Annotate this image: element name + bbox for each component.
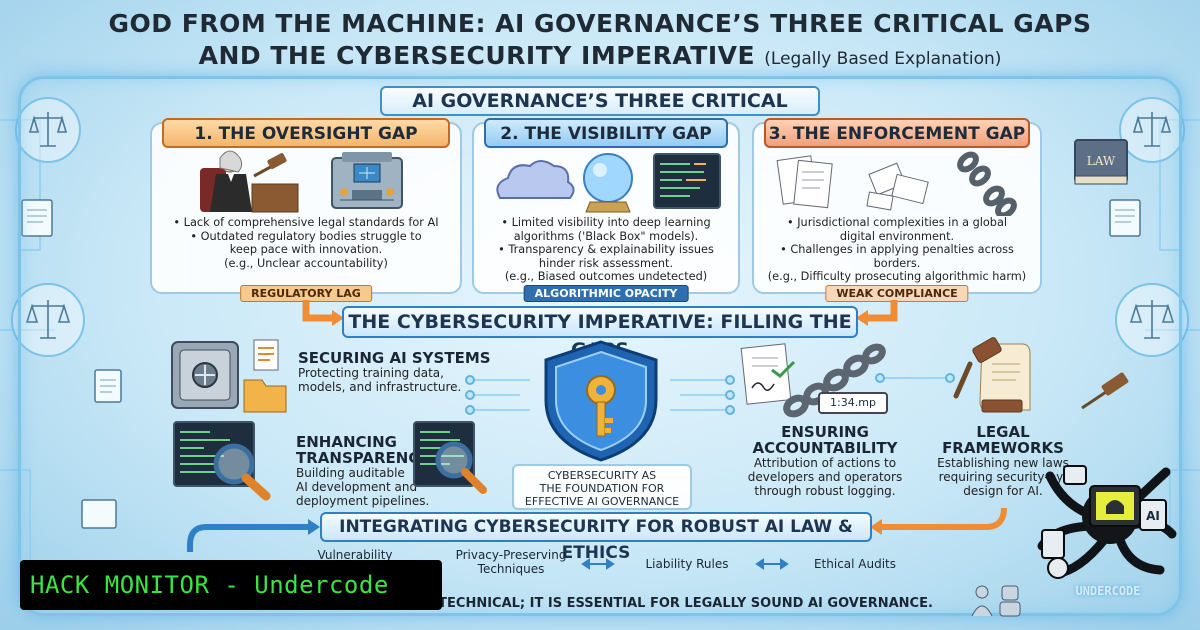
shield-caption-line-1: CYBERSECURITY AS <box>547 469 657 482</box>
oversight-gap-heading: 1. THE OVERSIGHT GAP <box>162 118 450 148</box>
oversight-line-4: (e.g., Unclear accountability) <box>224 256 388 270</box>
regulatory-lag-tag: REGULATORY LAG <box>240 285 372 302</box>
transparency-text-2: AI development and <box>296 480 418 494</box>
enhancing-transparency-block: ENHANCING TRANSPARENCY Building auditabl… <box>296 434 476 508</box>
liability-rules-item: Liability Rules <box>645 557 729 571</box>
accountability-text-1: Attribution of actions to <box>753 456 897 470</box>
securing-ai-text-1: Protecting training data, <box>298 366 444 380</box>
visibility-gap-text: • Limited visibility into deep learning … <box>484 216 728 284</box>
document-chain-clock-icon <box>740 343 886 418</box>
visibility-line-5: (e.g., Biased outcomes undetected) <box>504 270 708 283</box>
gaps-section-banner: AI GOVERNANCE’S THREE CRITICAL GAPS <box>380 86 820 138</box>
imperative-banner: THE CYBERSECURITY IMPERATIVE: FILLING TH… <box>342 306 858 361</box>
oversight-line-2: • Outdated regulatory bodies struggle to <box>190 229 422 243</box>
page-title: GOD FROM THE MACHINE: AI GOVERNANCE’S TH… <box>40 8 1160 75</box>
legal-text-3: design for AI. <box>963 484 1043 498</box>
visibility-line-4: hinder risk assessment. <box>538 256 674 270</box>
title-line-2-main: AND THE CYBERSECURITY IMPERATIVE <box>198 41 756 70</box>
hack-monitor-banner: HACK MONITOR - Undercode <box>20 560 442 610</box>
documents-broken-chain-icon <box>776 151 1017 216</box>
title-line-2-sub: (Legally Based Explanation) <box>764 49 1002 69</box>
code-magnifier-icon-2 <box>413 421 487 494</box>
people-robot-icon <box>971 585 1021 617</box>
securing-ai-title: SECURING AI SYSTEMS <box>298 349 491 367</box>
shield-key-icon <box>544 340 658 462</box>
enforcement-line-2: digital environment. <box>839 229 955 243</box>
visibility-line-3: • Transparency & explainability issues <box>498 243 714 256</box>
oversight-gap-text: • Lack of comprehensive legal standards … <box>162 216 450 270</box>
undercode-brand: UNDERCODE <box>1075 584 1141 598</box>
cloud-crystal-ball-code-icons <box>496 153 721 213</box>
transparency-title-1: ENHANCING <box>296 433 397 451</box>
law-book-label: LAW <box>1087 154 1116 168</box>
shield-caption-line-2: THE FOUNDATION FOR <box>539 482 665 495</box>
accountability-title-2: ACCOUNTABILITY <box>752 439 898 457</box>
enforcement-line-4: (e.g., Difficulty prosecuting algorithmi… <box>767 270 1027 283</box>
transparency-text-3: deployment pipelines. <box>296 494 430 508</box>
accountability-text-3: through robust logging. <box>754 484 896 498</box>
legal-text-2: requiring security-by- <box>938 470 1068 484</box>
visibility-line-2: algorithms ('Black Box" models). <box>513 229 699 243</box>
enforcement-gap-card: 3. THE ENFORCEMENT GAP • Jurisdictional … <box>752 118 1042 302</box>
legal-title-2: FRAMEWORKS <box>942 439 1064 457</box>
shield-caption-line-3: EFFECTIVE AI GOVERNANCE <box>524 495 680 508</box>
title-line-2: AND THE CYBERSECURITY IMPERATIVE (Legall… <box>40 40 1160 75</box>
gavel-scroll-icon <box>953 337 1031 413</box>
securing-ai-block: SECURING AI SYSTEMS Protecting training … <box>298 350 498 394</box>
title-line-1: GOD FROM THE MACHINE: AI GOVERNANCE’S TH… <box>108 9 1092 38</box>
securing-ai-text-2: models, and infrastructure. <box>298 380 462 394</box>
svg-text:AI: AI <box>1146 509 1160 523</box>
log-timestamp: 1:34.mp <box>818 392 888 414</box>
law-book-icon <box>1074 139 1128 185</box>
octopus-hacker-mascot-icon: AI <box>1037 465 1177 579</box>
safe-folders-icon <box>171 339 287 413</box>
privacy-preserving-item: Privacy-Preserving Techniques <box>446 548 576 576</box>
accountability-text-2: developers and operators <box>747 470 903 484</box>
accountability-title-1: ENSURING <box>781 423 869 441</box>
visibility-gap-card: 2. THE VISIBILITY GAP • Limited visibili… <box>472 118 740 302</box>
visibility-gap-heading: 2. THE VISIBILITY GAP <box>484 118 728 148</box>
transparency-title-2: TRANSPARENCY <box>296 449 431 467</box>
ethical-audits-item: Ethical Audits <box>813 557 897 571</box>
integrating-banner: INTEGRATING CYBERSECURITY FOR ROBUST AI … <box>320 512 872 563</box>
enforcement-line-1: • Jurisdictional complexities in a globa… <box>786 216 1008 229</box>
weak-compliance-tag: WEAK COMPLIANCE <box>825 285 969 302</box>
ensuring-accountability-block: ENSURING ACCOUNTABILITY Attribution of a… <box>740 424 910 498</box>
shield-caption: CYBERSECURITY AS THE FOUNDATION FOR EFFE… <box>512 464 692 510</box>
privacy-preserving-line-1: Privacy-Preserving <box>455 548 567 562</box>
enforcement-gap-text: • Jurisdictional complexities in a globa… <box>764 216 1030 284</box>
privacy-preserving-line-2: Techniques <box>477 562 545 576</box>
legal-frameworks-block: LEGAL FRAMEWORKS Establishing new laws r… <box>928 424 1078 498</box>
oversight-gap-card: 1. THE OVERSIGHT GAP • Lack of comprehen… <box>150 118 462 302</box>
visibility-line-1: • Limited visibility into deep learning <box>501 216 711 229</box>
oversight-line-3: keep pace with innovation. <box>229 243 383 256</box>
algorithmic-opacity-tag: ALGORITHMIC OPACITY <box>523 285 689 302</box>
enforcement-line-3: • Challenges in applying penalties acros… <box>780 243 1014 270</box>
judge-gavel-icon <box>200 150 403 213</box>
outer-frame <box>18 76 1182 616</box>
code-magnifier-icon <box>173 421 271 501</box>
vulnerability-item: Vulnerability <box>317 548 393 562</box>
transparency-text-1: Building auditable <box>296 466 405 480</box>
oversight-line-1: • Lack of comprehensive legal standards … <box>173 216 439 229</box>
legal-title-1: LEGAL <box>976 423 1030 441</box>
conclusion-text: JUST TECHNICAL; IT IS ESSENTIAL FOR LEGA… <box>400 596 933 611</box>
legal-text-1: Establishing new laws <box>937 456 1069 470</box>
enforcement-gap-heading: 3. THE ENFORCEMENT GAP <box>764 118 1030 148</box>
